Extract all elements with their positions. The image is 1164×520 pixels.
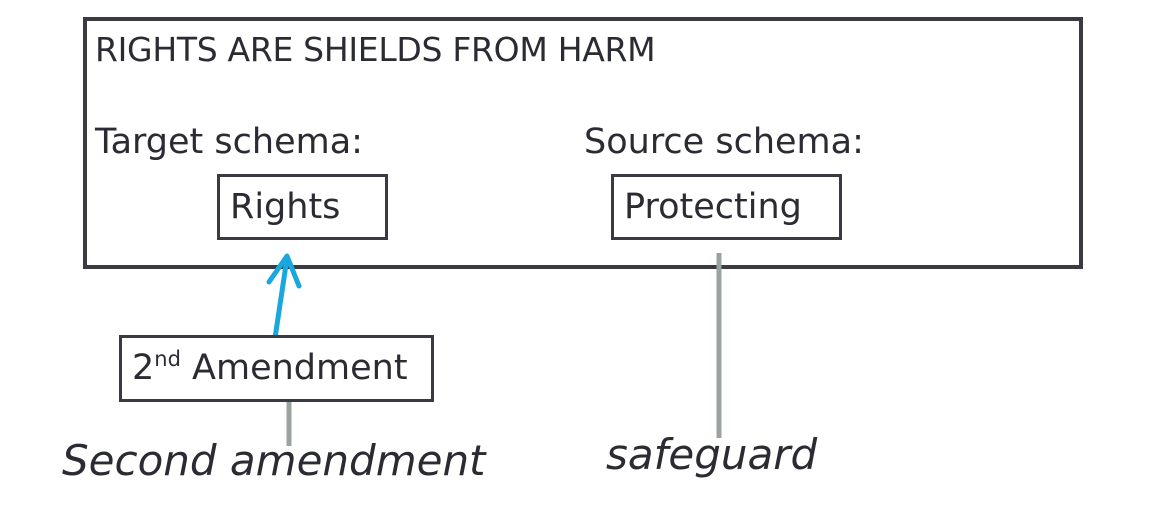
amendment-superscript: nd	[154, 347, 181, 371]
target-schema-label: Target schema:	[95, 122, 363, 162]
amendment-text: Amendment	[180, 348, 408, 388]
amendment-number: 2	[132, 348, 155, 388]
source-node-protecting: Protecting	[611, 174, 842, 240]
target-node-rights: Rights	[217, 174, 388, 240]
amendment-node: 2nd Amendment	[119, 335, 434, 402]
source-schema-label: Source schema:	[584, 122, 864, 162]
safeguard-word: safeguard	[606, 430, 818, 479]
metaphor-frame	[83, 17, 1083, 269]
metaphor-title: RIGHTS ARE SHIELDS FROM HARM	[95, 30, 656, 69]
second-amendment-word: Second amendment	[62, 436, 486, 485]
